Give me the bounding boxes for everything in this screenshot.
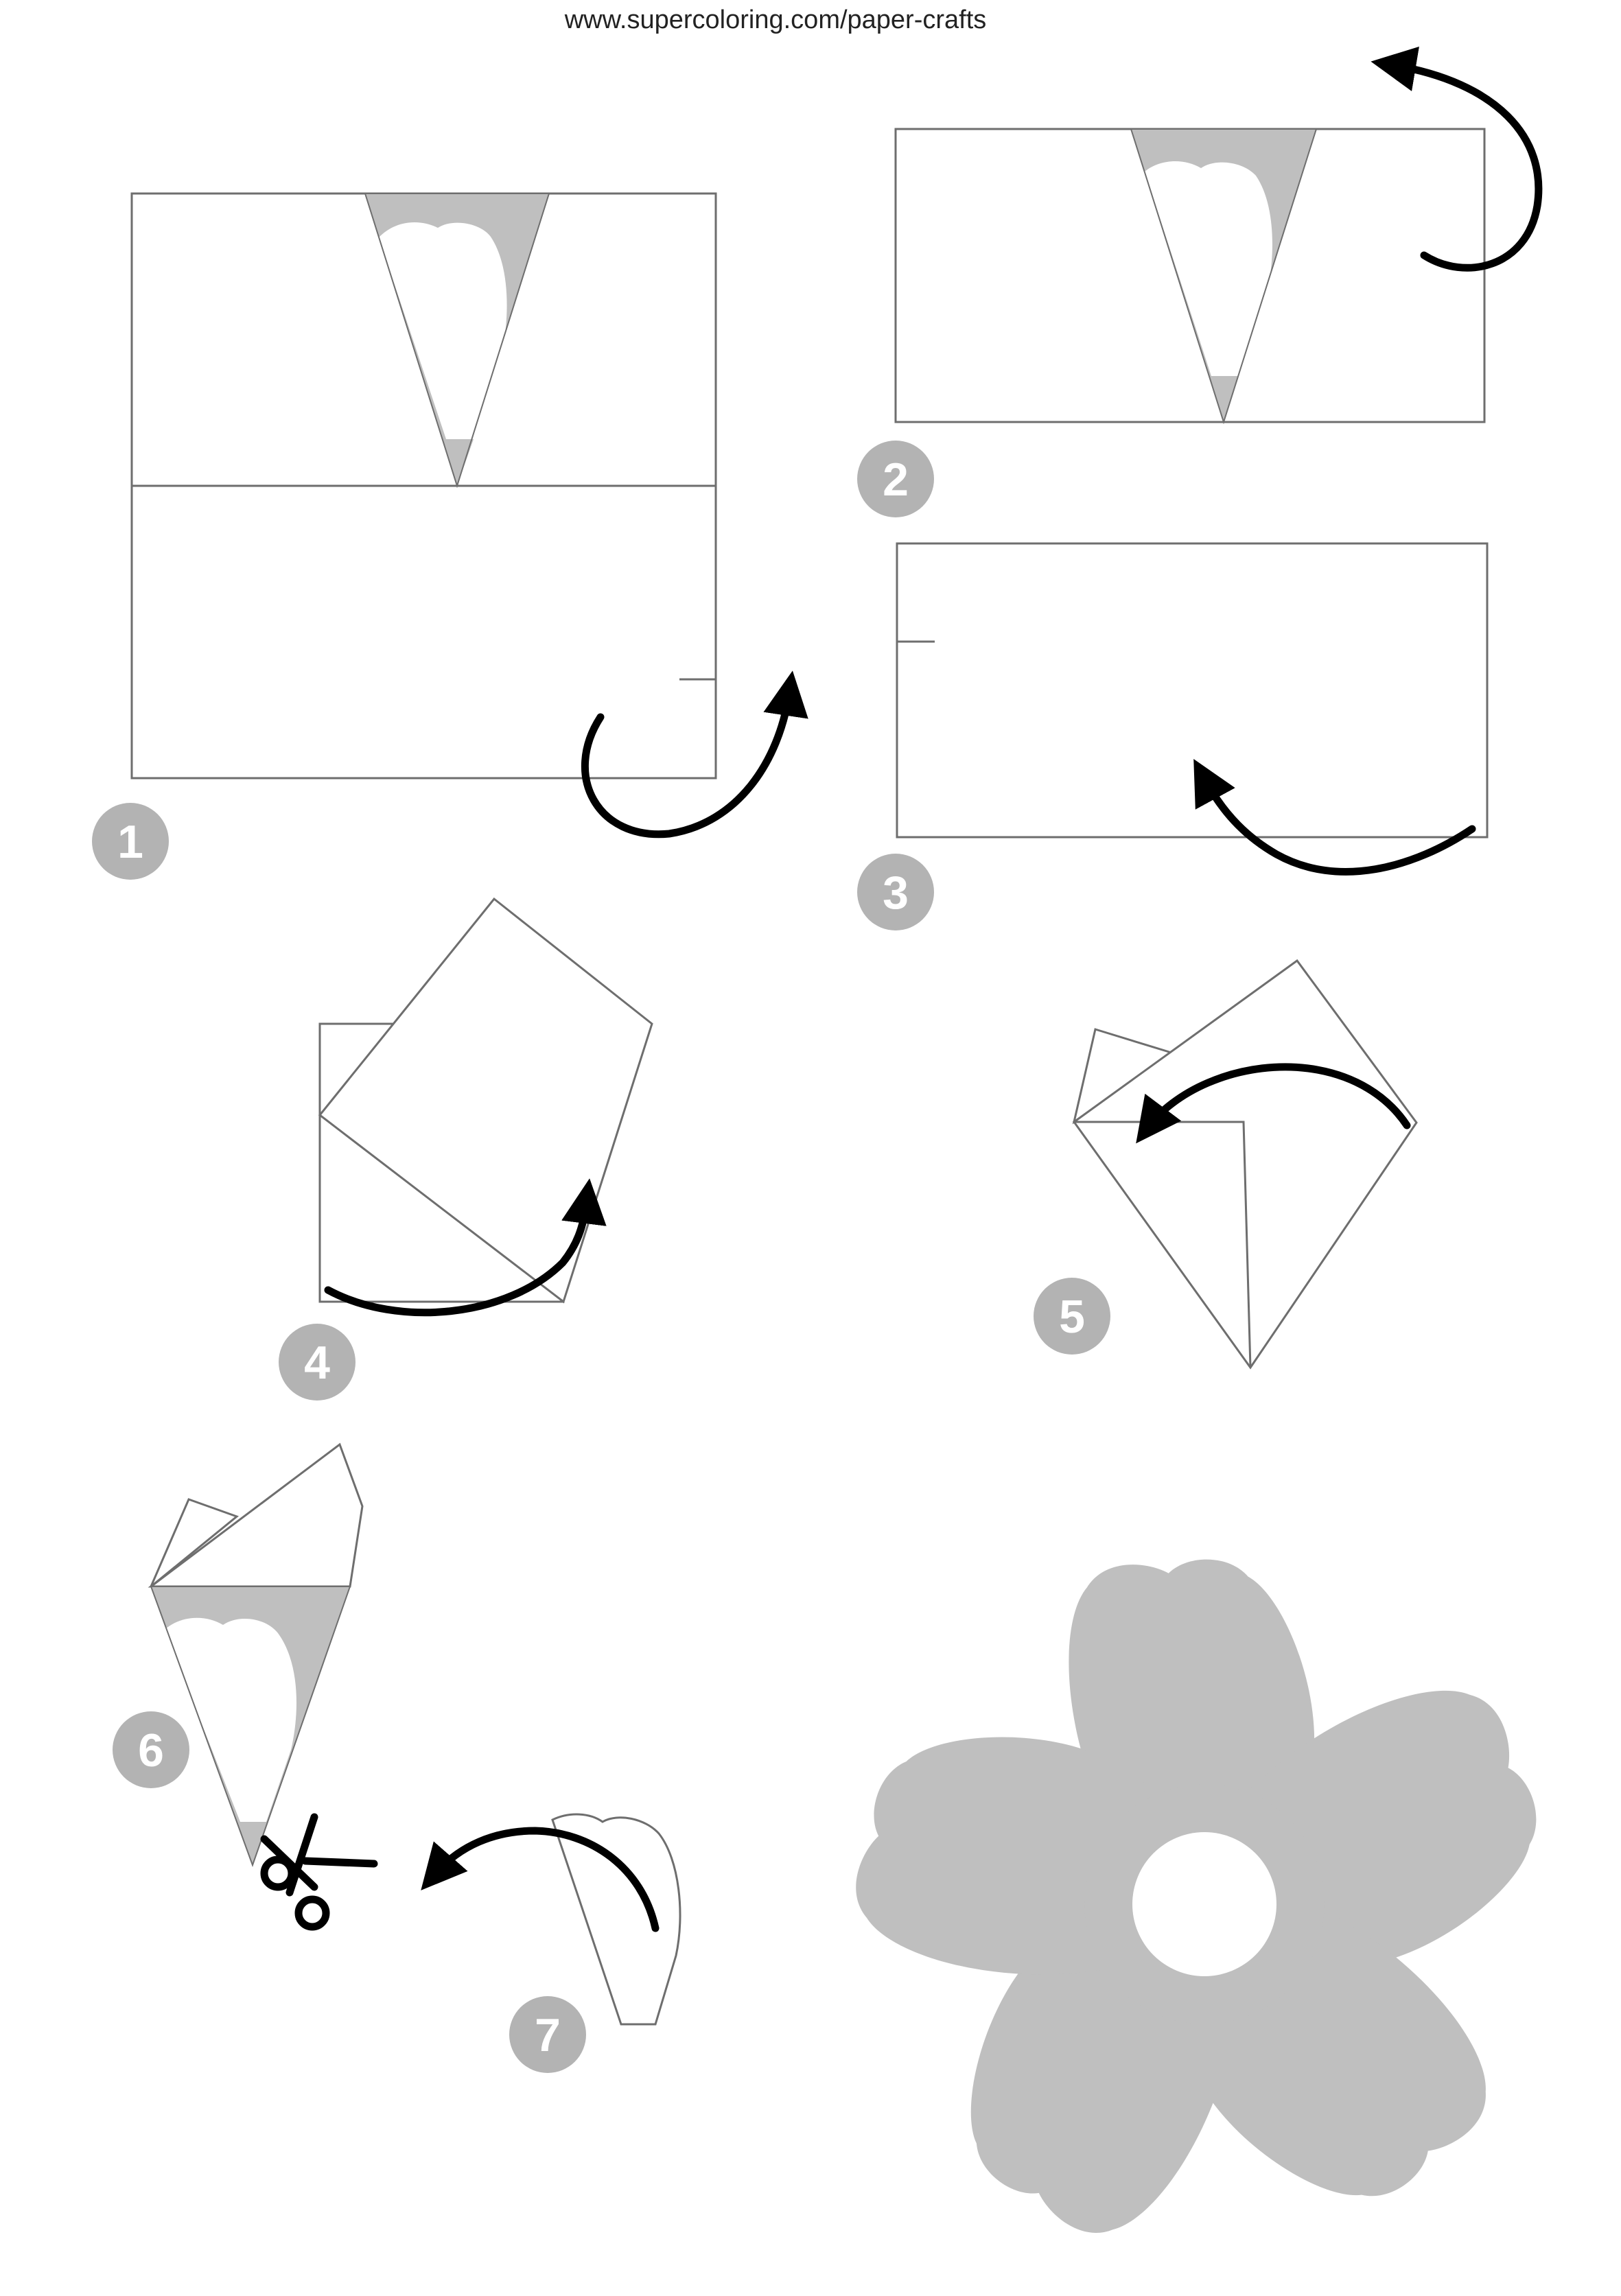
scissors-icon — [260, 1813, 378, 1931]
step-badge — [857, 854, 934, 930]
step-number: 5 — [1059, 1291, 1085, 1343]
back-flap — [150, 1498, 240, 1588]
step-badge — [92, 803, 169, 880]
petal-template — [1130, 128, 1318, 425]
flower-center-hole — [1132, 1832, 1276, 1976]
step-badge — [509, 1996, 586, 2073]
step-5-diagram: 5 — [1034, 959, 1418, 1370]
petal-template — [150, 1586, 351, 1867]
step-badge — [279, 1324, 355, 1401]
curved-arrow-icon — [324, 1178, 607, 1317]
step-number: 4 — [304, 1337, 330, 1389]
curved-arrow-icon — [421, 1827, 660, 1932]
curved-arrow-icon — [1193, 759, 1476, 876]
curved-arrow-icon — [1371, 46, 1543, 272]
step-number: 6 — [138, 1724, 164, 1777]
step-7-diagram: 7 — [421, 1813, 681, 2073]
flower-icon — [856, 1559, 1537, 2233]
step-number: 2 — [883, 454, 909, 506]
step-badge — [113, 1711, 189, 1788]
step-4-diagram: 4 — [279, 897, 653, 1401]
source-url: www.supercoloring.com/paper-crafts — [564, 5, 987, 34]
step-badge — [1034, 1278, 1110, 1355]
curved-arrow-icon — [581, 670, 808, 839]
petal-template — [364, 193, 550, 489]
step-number: 3 — [883, 867, 909, 919]
fold-line — [1074, 1121, 1252, 1368]
cut-petal — [551, 1813, 681, 2026]
step-badge — [857, 441, 934, 517]
step-number: 1 — [117, 816, 143, 868]
step-1-diagram: 1 — [92, 192, 808, 880]
folded-rectangle — [896, 542, 1489, 839]
step-number: 7 — [535, 2009, 561, 2061]
step-2-diagram: 2 — [857, 46, 1543, 517]
step-6-diagram: 6 — [113, 1442, 378, 1931]
curved-arrow-icon — [1136, 1063, 1411, 1144]
step-3-diagram: 3 — [857, 542, 1489, 930]
